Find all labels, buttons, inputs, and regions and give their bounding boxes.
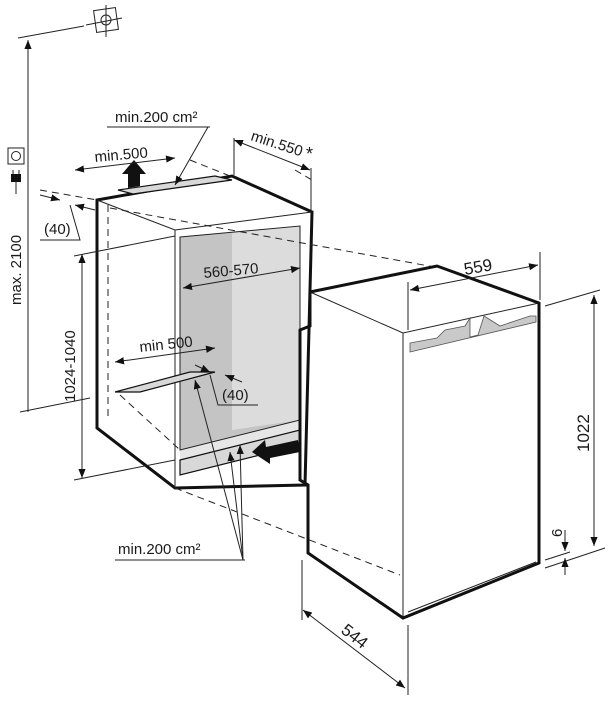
bottom-vent-dimension: min 500 (40) <box>114 333 258 406</box>
appliance <box>298 264 541 620</box>
bottom-vent-area-callout: min.200 cm² <box>115 379 245 561</box>
top-vent-dimension: min.500 min.200 cm² <box>74 109 210 186</box>
max-height-dimension: max. 2100 <box>8 40 91 413</box>
appliance-depth-label: 544 <box>338 620 372 652</box>
niche-width-dimension: 560-570 <box>182 260 301 291</box>
appliance-height-dimension: 1022 <box>544 289 606 569</box>
top-vent-width-label: min.500 <box>94 144 149 166</box>
top-offset-label: (40) <box>44 221 71 238</box>
bottom-vent-area-label: min.200 cm² <box>118 541 201 558</box>
bottom-vent-width-label: min 500 <box>139 333 194 355</box>
niche-width-label: 560-570 <box>203 260 259 282</box>
plug-icon <box>11 170 21 194</box>
ceiling-symbol-icon <box>17 5 123 39</box>
max-height-label: max. 2100 <box>8 235 25 305</box>
bottom-rear-vent <box>114 371 216 393</box>
niche-height-dimension: 1024-1040 <box>62 235 176 481</box>
appliance-width-dimension: 559 <box>407 252 541 330</box>
niche-height-label: 1024-1040 <box>62 330 79 402</box>
appliance-width-label: 559 <box>462 255 493 279</box>
appliance-depth-dimension: 544 <box>301 560 409 695</box>
plinth-offset-label: 6 <box>549 529 566 537</box>
niche <box>95 174 314 490</box>
plinth-offset-dimension: 6 <box>544 529 571 575</box>
niche-depth-label: min.550 <box>249 128 305 161</box>
niche-depth-dimension: min.550 * <box>233 128 313 210</box>
socket-icon <box>7 147 25 165</box>
top-vent-area-label: min.200 cm² <box>115 109 198 126</box>
appliance-height-label: 1022 <box>574 414 593 452</box>
niche-depth-note: * <box>306 144 313 164</box>
bottom-offset-label: (40) <box>222 387 249 404</box>
appliance-vent-grille <box>409 315 537 353</box>
top-offset-dimension: (40) <box>39 194 96 241</box>
